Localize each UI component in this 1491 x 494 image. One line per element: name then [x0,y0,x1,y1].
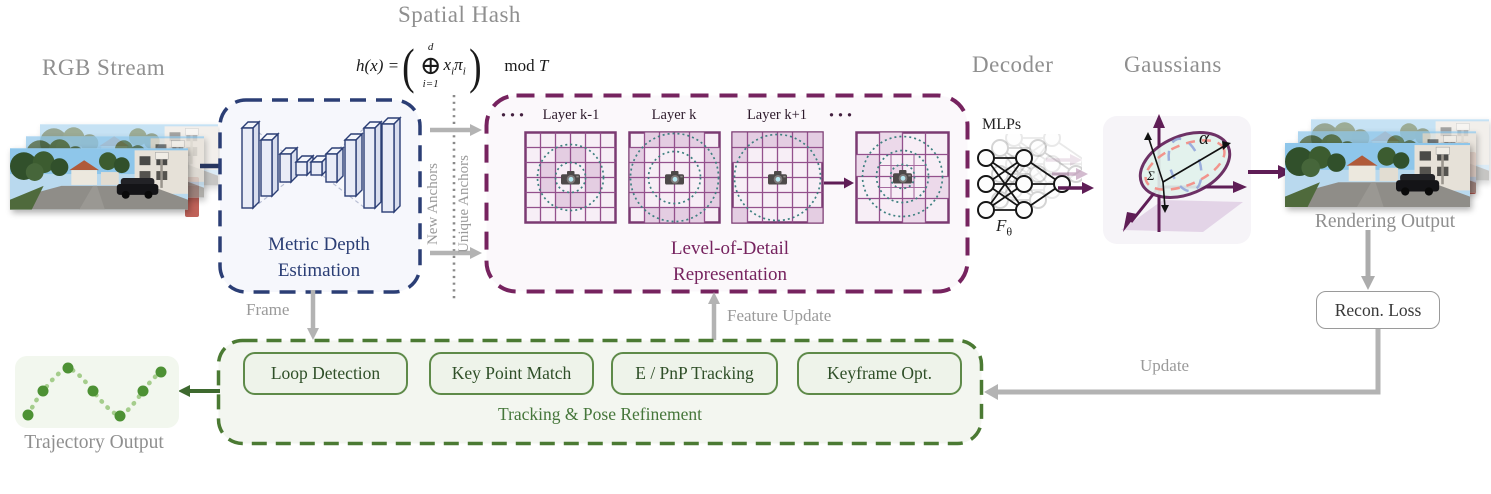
feature-update-arrow-icon [708,292,720,340]
layer-k-plus-1-label: Layer k+1 [746,107,808,123]
tracking-box [216,338,984,446]
hash-grid-layer-k-plus-1 [731,131,824,224]
formula-body: xiπi [443,54,466,78]
hash-grid-merged [855,131,950,224]
mlp-network-icon [977,134,1082,219]
lod-title: Level-of-Detail Representation [670,238,790,285]
formula-sum-upper: d [427,41,434,53]
frame-label: Frame [246,300,290,319]
sigma-label: Σ [1146,168,1155,183]
trajectory-output-label: Trajectory Output [24,432,164,453]
keyframe-opt-node: Keyframe Opt. [797,352,962,395]
encoder-decoder-icon [240,116,402,214]
formula-bigoplus: d ⊕ i=1 [420,42,442,90]
render-to-loss-arrow-icon [1361,230,1375,290]
recon-loss-box: Recon. Loss [1316,291,1440,329]
layer-k-label: Layer k [651,107,697,123]
spatial-hash-label: Spatial Hash [398,2,521,27]
formula-open-paren: ( [402,37,415,94]
e-pnp-tracking-node: E / PnP Tracking [611,352,778,395]
mlps-label: MLPs [982,116,1022,133]
gaussians-label: Gaussians [1124,52,1222,77]
rgb-stream-label: RGB Stream [42,55,166,80]
lod-merge-arrow-icon [824,177,854,189]
layer-k-minus-1-label: Layer k-1 [542,107,600,123]
gaussian-ellipsoid-icon: Σ α [1103,114,1251,244]
loop-detection-node: Loop Detection [243,352,408,395]
tracking-title: Tracking & Pose Refinement [498,404,702,424]
formula-close-paren: ) [468,37,482,94]
formula-lhs: h(x) = [356,56,400,75]
metric-depth-title: Metric Depth Estimation [268,234,370,281]
trajectory-plot-icon [15,356,179,428]
hash-grid-layer-k [628,131,721,224]
spatial-hash-formula: h(x) = ( d ⊕ i=1 xiπi ) mod T [356,36,548,96]
f-theta-label: Fθ [996,216,1013,239]
formula-sum-lower: i=1 [422,78,439,90]
frame-arrow-icon [307,290,319,340]
decoder-to-gaussians-arrow-icon [1046,154,1094,194]
lod-ellipsis-left: ··· [500,103,528,127]
update-label: Update [1140,356,1190,375]
update-path-arrow-icon [984,329,1381,400]
new-anchors-label: New Anchors [425,162,441,246]
formula-mod: mod T [504,56,549,75]
key-point-match-node: Key Point Match [429,352,594,395]
unique-anchors-label: Unique Anchors [456,155,472,253]
decoder-label: Decoder [972,52,1054,77]
unique-anchors-arrow-icon [430,247,482,259]
feature-update-label: Feature Update [727,306,832,325]
tracking-to-trajectory-arrow-icon [178,385,220,397]
hash-grid-layer-k-minus-1 [524,131,617,224]
alpha-label: α [1199,128,1210,149]
new-anchors-arrow-icon [430,124,482,136]
rendering-output-label: Rendering Output [1314,211,1456,232]
oplus-icon: ⊕ [419,51,442,80]
rgb-frame-front [9,148,189,210]
lod-ellipsis-right: ··· [828,103,856,127]
render-frame-front [1284,142,1471,208]
